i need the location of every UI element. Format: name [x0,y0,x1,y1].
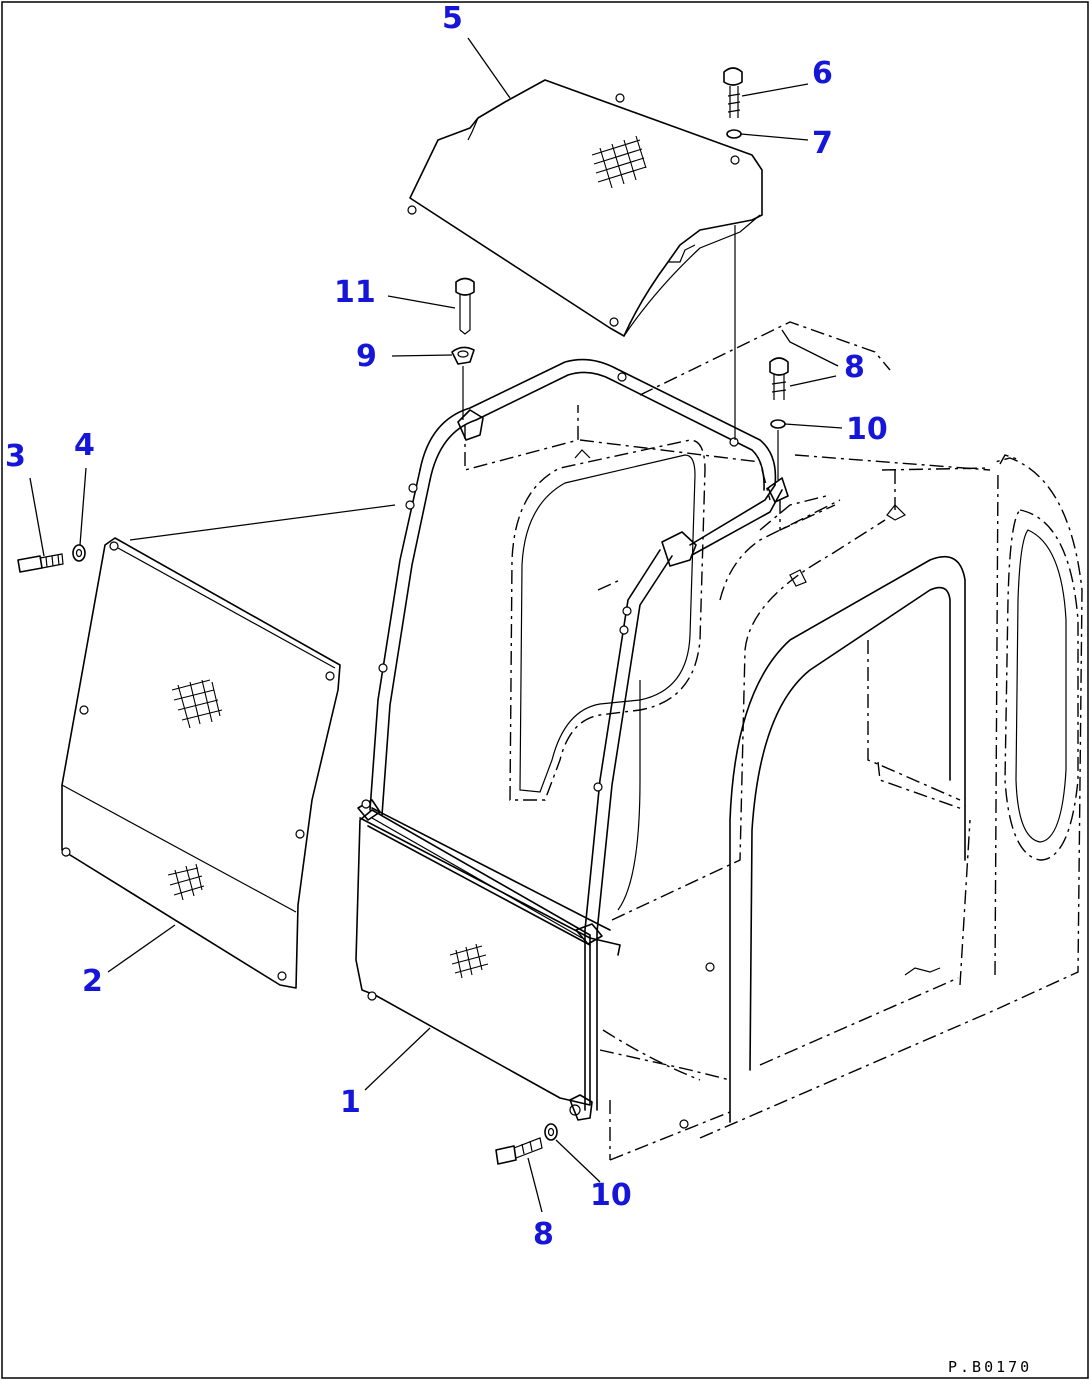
callout-1: 1 [340,1085,361,1120]
mesh-pattern-part-1 [449,943,489,979]
guard-frame [357,358,789,1111]
callout-10-upper: 10 [846,412,888,447]
washer-part-10-lower [544,1123,558,1141]
front-guard-part-1 [355,809,593,1121]
washer-part-4 [72,544,86,562]
side-guard-part-2 [61,504,396,989]
bolt-part-11 [455,277,475,335]
callout-8-lower: 8 [533,1217,554,1252]
callouts: 5 6 7 11 9 8 10 3 4 2 1 10 8 [5,1,888,1252]
bolt-part-8-upper [769,357,789,400]
callout-5: 5 [442,1,463,36]
callout-2: 2 [82,964,103,999]
callout-6: 6 [812,56,833,91]
callout-8-upper: 8 [844,350,865,385]
top-guard-part-5 [407,79,763,440]
washer-part-10-upper [770,419,786,480]
drawing-code: P.B0170 [948,1358,1032,1376]
cab-body [464,321,1083,1161]
callout-7: 7 [812,126,833,161]
callout-4: 4 [74,428,95,463]
callout-10-lower: 10 [590,1178,632,1213]
washer-part-7 [726,129,742,139]
callout-9: 9 [356,339,377,374]
washer-part-9 [451,346,475,420]
bolt-part-8-lower [495,1137,543,1165]
bolt-part-6 [723,67,743,118]
leader-lines [29,37,843,1213]
callout-11: 11 [334,275,376,310]
mesh-pattern-part-2 [167,679,223,901]
callout-3: 3 [5,439,26,474]
mesh-pattern-part-5 [591,135,647,189]
bolt-part-3 [17,553,64,573]
